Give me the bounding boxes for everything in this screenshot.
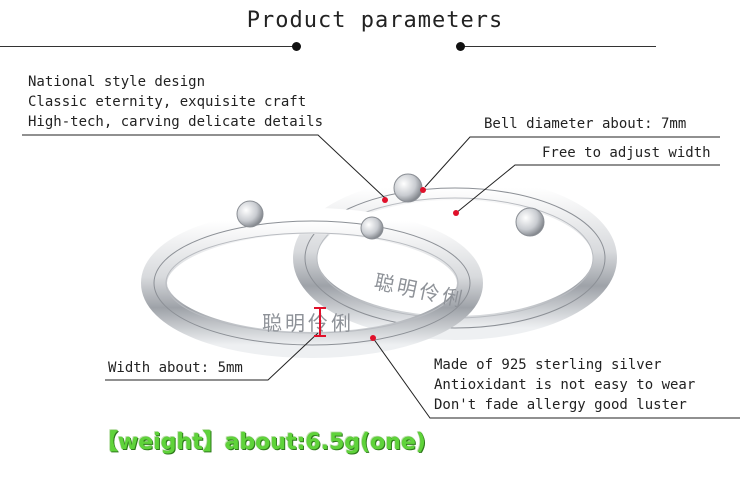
title-dot-left (292, 42, 301, 51)
bell-front-left (236, 200, 264, 228)
bell-back-right (515, 207, 545, 237)
bell-back-top (393, 173, 423, 203)
feature-line-2: Classic eternity, exquisite craft (28, 94, 307, 110)
back-bracelet (293, 176, 617, 340)
callout-features (22, 134, 386, 199)
feature-line-1: National style design (28, 74, 206, 90)
material-line-1: Made of 925 sterling silver (434, 357, 662, 373)
bell-diameter-label: Bell diameter about: 7mm (484, 116, 687, 132)
page-title: Product parameters (246, 8, 504, 33)
title-dot-right (456, 42, 465, 51)
title-divider-right (460, 46, 656, 47)
callout-material (372, 337, 740, 419)
bell-front-mid (360, 216, 384, 240)
marker-adjust (453, 210, 459, 216)
feature-line-3: High-tech, carving delicate details (28, 114, 324, 130)
callout-bell (424, 136, 720, 188)
engraving-front: 聪明伶俐 (262, 311, 354, 335)
marker-material (370, 335, 376, 341)
weight-label: 【weight】about:6.5g(one) (96, 430, 426, 455)
front-bracelet (141, 208, 483, 358)
marker-features (382, 197, 388, 203)
adjust-width-label: Free to adjust width (542, 145, 711, 161)
engraving-back: 聪明伶俐 (372, 269, 467, 312)
marker-bell (420, 187, 426, 193)
material-line-2: Antioxidant is not easy to wear (434, 377, 696, 393)
width-label: Width about: 5mm (108, 360, 243, 376)
width-marker (314, 307, 326, 337)
material-line-3: Don't fade allergy good luster (434, 397, 687, 413)
callout-adjust (455, 164, 720, 214)
callout-width (105, 332, 319, 381)
title-divider-left (0, 46, 300, 47)
